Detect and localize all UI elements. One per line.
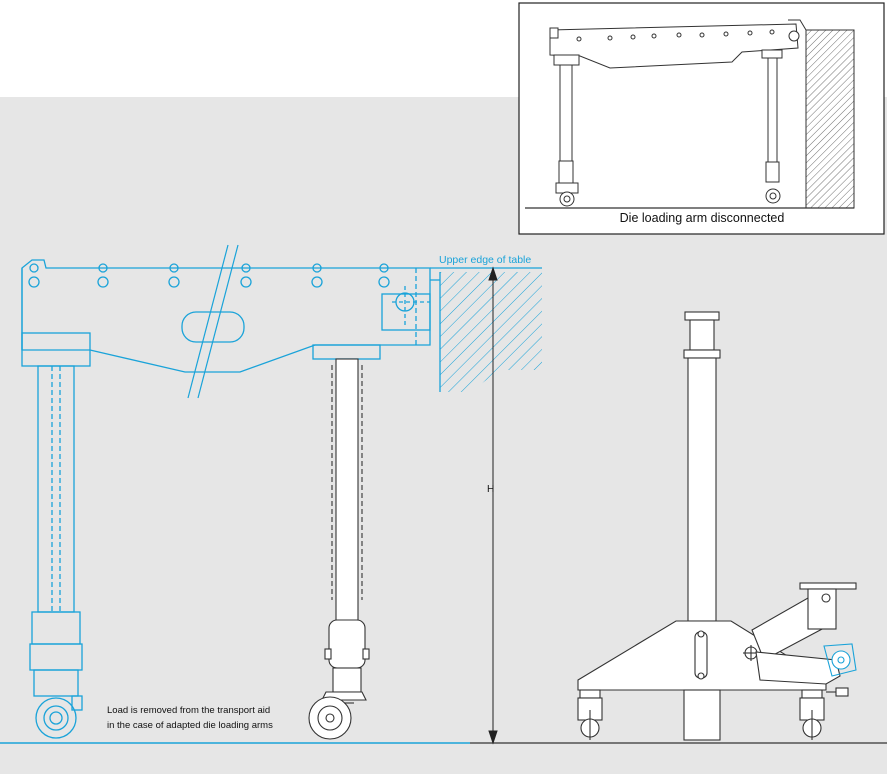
- transport-aid-standalone: [577, 311, 857, 741]
- table-wall: [430, 267, 542, 392]
- load-note-line-1: Load is removed from the transport aid: [107, 705, 271, 716]
- upper-edge-label: Upper edge of table: [439, 254, 532, 266]
- load-note: Load is removed from the transport aid i…: [107, 703, 273, 733]
- transport-aid-adapted: [308, 358, 370, 740]
- height-dimension: [488, 266, 498, 745]
- beam-holes: [28, 263, 390, 288]
- die-loading-arm: [21, 244, 440, 739]
- inset-drawing: [525, 19, 855, 209]
- height-label: H: [487, 484, 495, 495]
- load-note-line-2: in the case of adapted die loading arms: [107, 720, 273, 731]
- inset-beam-holes: [576, 29, 775, 42]
- inset-caption: Die loading arm disconnected: [619, 211, 785, 225]
